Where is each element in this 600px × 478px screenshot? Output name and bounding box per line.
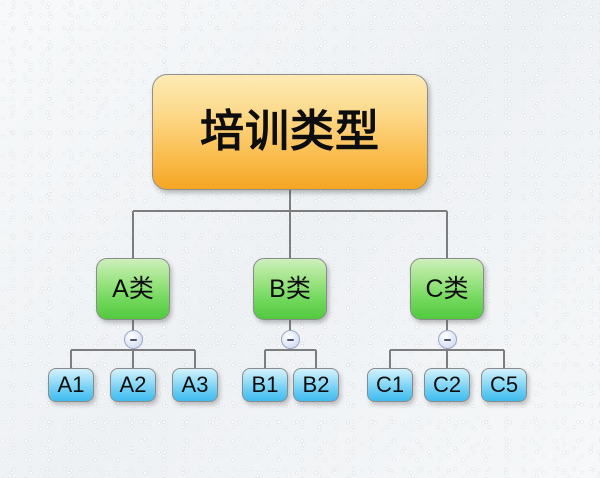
leaf-node-c1[interactable]: C1: [367, 368, 413, 402]
collapse-toggle-c[interactable]: [438, 330, 457, 349]
collapse-toggle-b[interactable]: [281, 330, 300, 349]
leaf-node-a2[interactable]: A2: [110, 368, 156, 402]
leaf-node-b1[interactable]: B1: [242, 368, 288, 402]
leaf-node-a1[interactable]: A1: [48, 368, 94, 402]
minus-icon: [287, 338, 294, 341]
leaf-node-c2[interactable]: C2: [424, 368, 470, 402]
root-node-training-type[interactable]: 培训类型: [152, 74, 428, 190]
leaf-node-b2[interactable]: B2: [293, 368, 339, 402]
leaf-node-a3[interactable]: A3: [172, 368, 218, 402]
category-node-c[interactable]: C类: [410, 258, 484, 320]
category-node-a[interactable]: A类: [96, 258, 170, 320]
collapse-toggle-a[interactable]: [124, 330, 143, 349]
leaf-node-c5[interactable]: C5: [481, 368, 527, 402]
minus-icon: [130, 338, 137, 341]
category-node-b[interactable]: B类: [253, 258, 327, 320]
minus-icon: [444, 338, 451, 341]
